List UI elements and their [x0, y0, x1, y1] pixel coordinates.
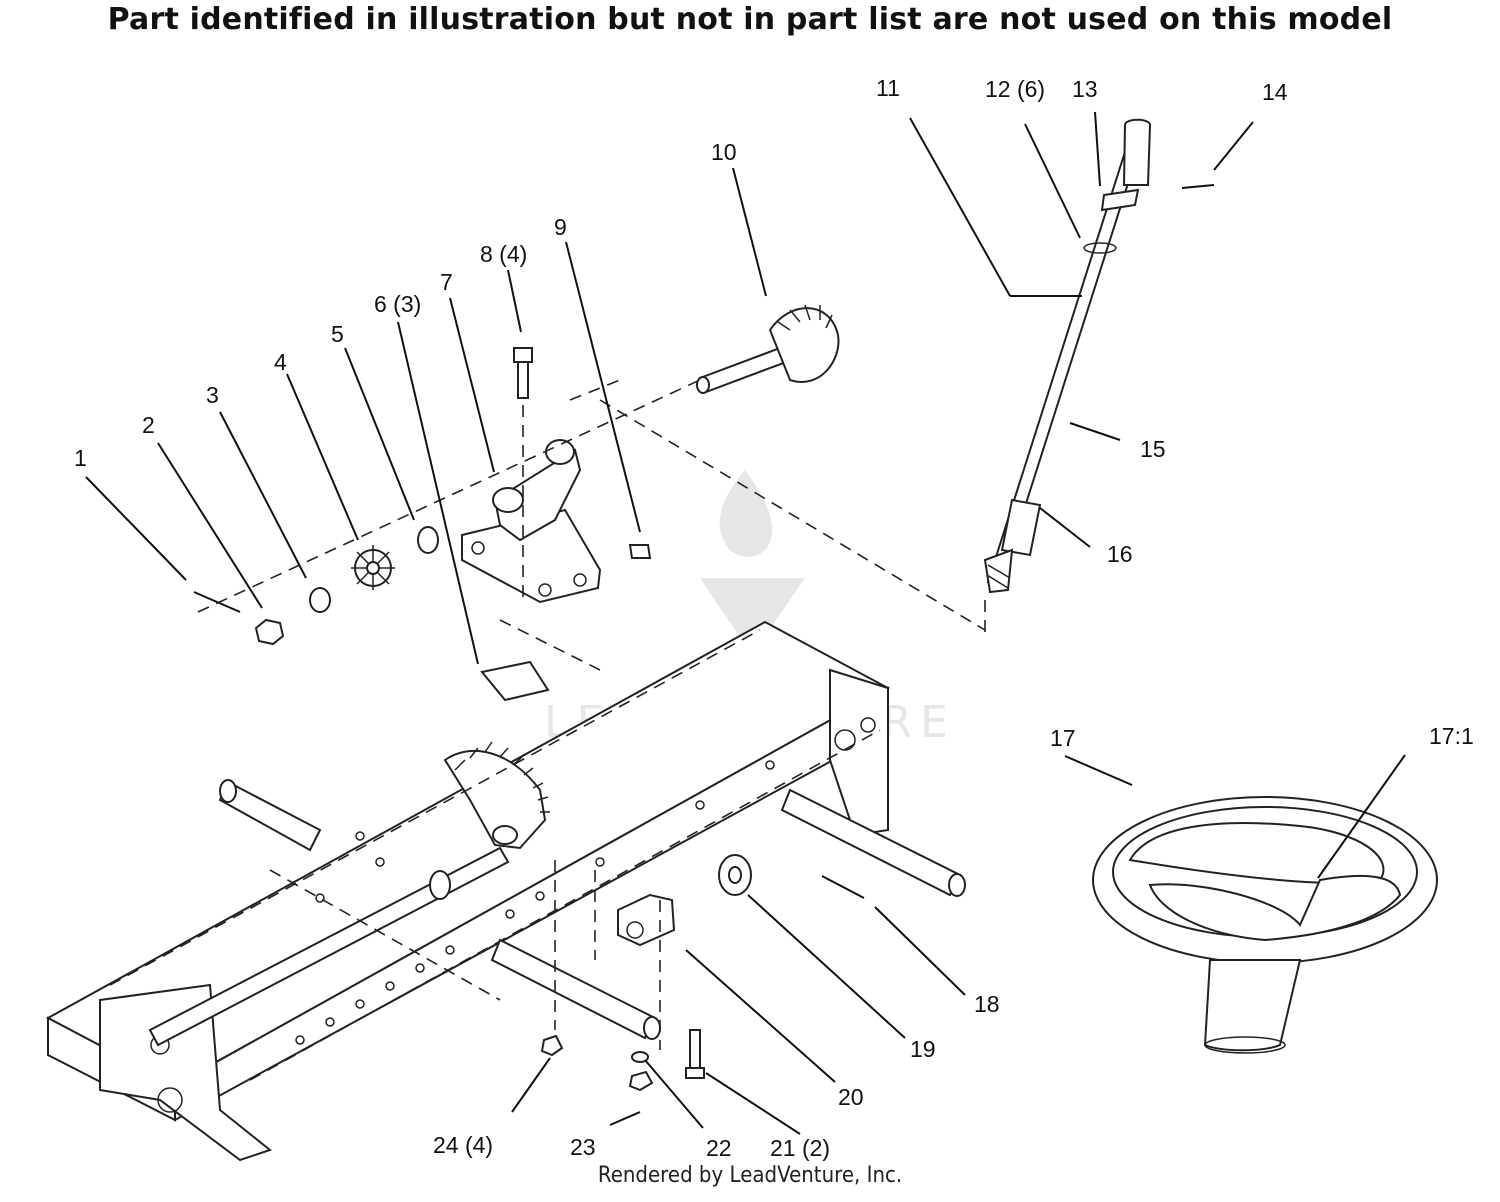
steering-support-bracket [461, 439, 602, 702]
callout-10: 10 [711, 139, 737, 165]
frame-assembly [45, 619, 966, 1162]
lower-hardware [540, 854, 865, 1092]
callout-24: 24 (4) [433, 1132, 493, 1158]
callout-21: 21 (2) [770, 1135, 830, 1161]
callout-17-1: 17:1 [1429, 723, 1474, 749]
callout-22: 22 [706, 1135, 732, 1161]
callout-1: 1 [74, 445, 87, 471]
callout-3: 3 [206, 382, 219, 408]
callout-6: 6 (3) [374, 291, 421, 317]
steering-shaft-with-gear [569, 304, 986, 631]
credit-text: Rendered by LeadVenture, Inc. [597, 1163, 903, 1188]
steering-column [983, 118, 1215, 635]
callout-17: 17 [1050, 725, 1076, 751]
callout-11: 11 [876, 75, 900, 101]
notice-text: Part identified in illustration but not … [107, 2, 1393, 37]
callout-13: 13 [1072, 76, 1098, 102]
callout-20: 20 [838, 1084, 864, 1110]
callout-14: 14 [1262, 79, 1288, 105]
callout-12: 12 (6) [985, 76, 1045, 102]
callout-15: 15 [1140, 436, 1166, 462]
callout-18: 18 [974, 991, 1000, 1017]
callout-19: 19 [910, 1036, 936, 1062]
leader-lines [85, 111, 1406, 1135]
callout-4: 4 [274, 349, 287, 375]
callout-labels: 1 2 3 4 5 6 (3) 7 8 (4) 9 10 11 12 (6) 1… [74, 75, 1474, 1161]
callout-2: 2 [142, 412, 155, 438]
pinion-hardware [193, 347, 701, 646]
callout-5: 5 [331, 321, 344, 347]
callout-23: 23 [570, 1134, 596, 1160]
callout-9: 9 [554, 214, 567, 240]
callout-8: 8 (4) [480, 241, 527, 267]
steering-wheel [1092, 796, 1438, 1054]
callout-16: 16 [1107, 541, 1133, 567]
callout-7: 7 [440, 269, 453, 295]
